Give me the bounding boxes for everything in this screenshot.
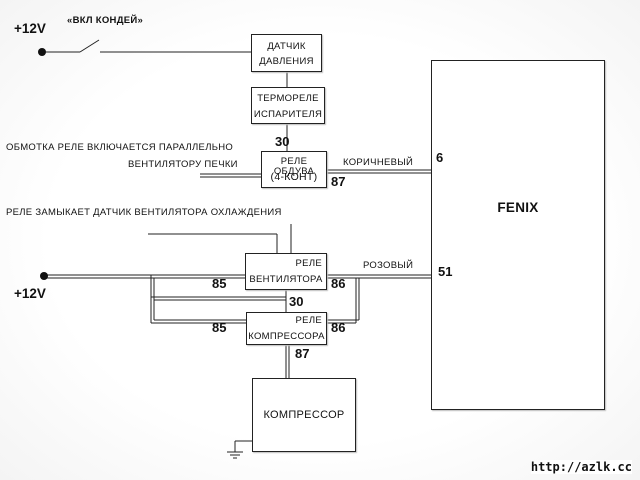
compressor-label: КОМПРЕССОР (263, 409, 345, 421)
pin-compressor-87: 87 (295, 346, 310, 361)
pin-compressor-86: 86 (331, 320, 346, 335)
fan-sensor-note: РЕЛЕ ЗАМЫКАЕТ ДАТЧИК ВЕНТИЛЯТОРА ОХЛАЖДЕ… (6, 207, 282, 218)
coil-note-line1: ОБМОТКА РЕЛЕ ВКЛЮЧАЕТСЯ ПАРАЛЛЕЛЬНО (6, 142, 234, 153)
fenix-label: FENIX (497, 200, 539, 215)
pressure-sensor-line2: ДАВЛЕНИЯ (259, 56, 314, 67)
evaporator-thermostat-line1: ТЕРМОРЕЛЕ (257, 93, 319, 104)
supply-terminal-top (38, 48, 46, 56)
blower-relay-box: РЕЛЕ ОБДУВА (4-КОНТ) (261, 151, 327, 188)
pin-fan-85: 85 (212, 276, 227, 291)
compressor-relay-line2: КОМПРЕССОРА (248, 331, 325, 342)
supply-label-bottom: +12V (14, 286, 46, 301)
evaporator-thermostat-line2: ИСПАРИТЕЛЯ (253, 109, 323, 120)
supply-terminal-bottom (40, 272, 48, 280)
fan-relay-line2: ВЕНТИЛЯТОРА (249, 274, 323, 285)
pin-compressor-85: 85 (212, 320, 227, 335)
switch-label: «ВКЛ КОНДЕЙ» (67, 15, 144, 26)
pin-blower-87: 87 (331, 174, 346, 189)
supply-label-top: +12V (14, 21, 46, 36)
wire-label-brown: КОРИЧНЕВЫЙ (343, 157, 414, 168)
pressure-sensor-box: ДАТЧИК ДАВЛЕНИЯ (251, 34, 322, 72)
watermark-url: http://azlk.cc (530, 460, 632, 474)
blower-relay-line2: (4-КОНТ) (270, 171, 318, 183)
compressor-box: КОМПРЕССОР (252, 378, 356, 452)
pin-fenix-6: 6 (436, 150, 444, 165)
pin-blower-30: 30 (275, 134, 290, 149)
pin-fan-30: 30 (289, 294, 304, 309)
compressor-relay-line1: РЕЛЕ (295, 315, 322, 326)
fan-relay-box: РЕЛЕ ВЕНТИЛЯТОРА (245, 253, 327, 290)
pin-fan-86: 86 (331, 276, 346, 291)
evaporator-thermostat-box: ТЕРМОРЕЛЕ ИСПАРИТЕЛЯ (251, 87, 325, 124)
pin-fenix-51: 51 (438, 264, 453, 279)
pressure-sensor-line1: ДАТЧИК (267, 41, 306, 52)
blower-relay-line1: РЕЛЕ ОБДУВА (273, 156, 315, 177)
wire-label-pink: РОЗОВЫЙ (363, 260, 414, 271)
coil-note-line2: ВЕНТИЛЯТОРУ ПЕЧКИ (128, 159, 238, 170)
fenix-box: FENIX (431, 60, 605, 410)
compressor-relay-box: РЕЛЕ КОМПРЕССОРА (246, 312, 327, 345)
fan-relay-line1: РЕЛЕ (295, 258, 322, 269)
